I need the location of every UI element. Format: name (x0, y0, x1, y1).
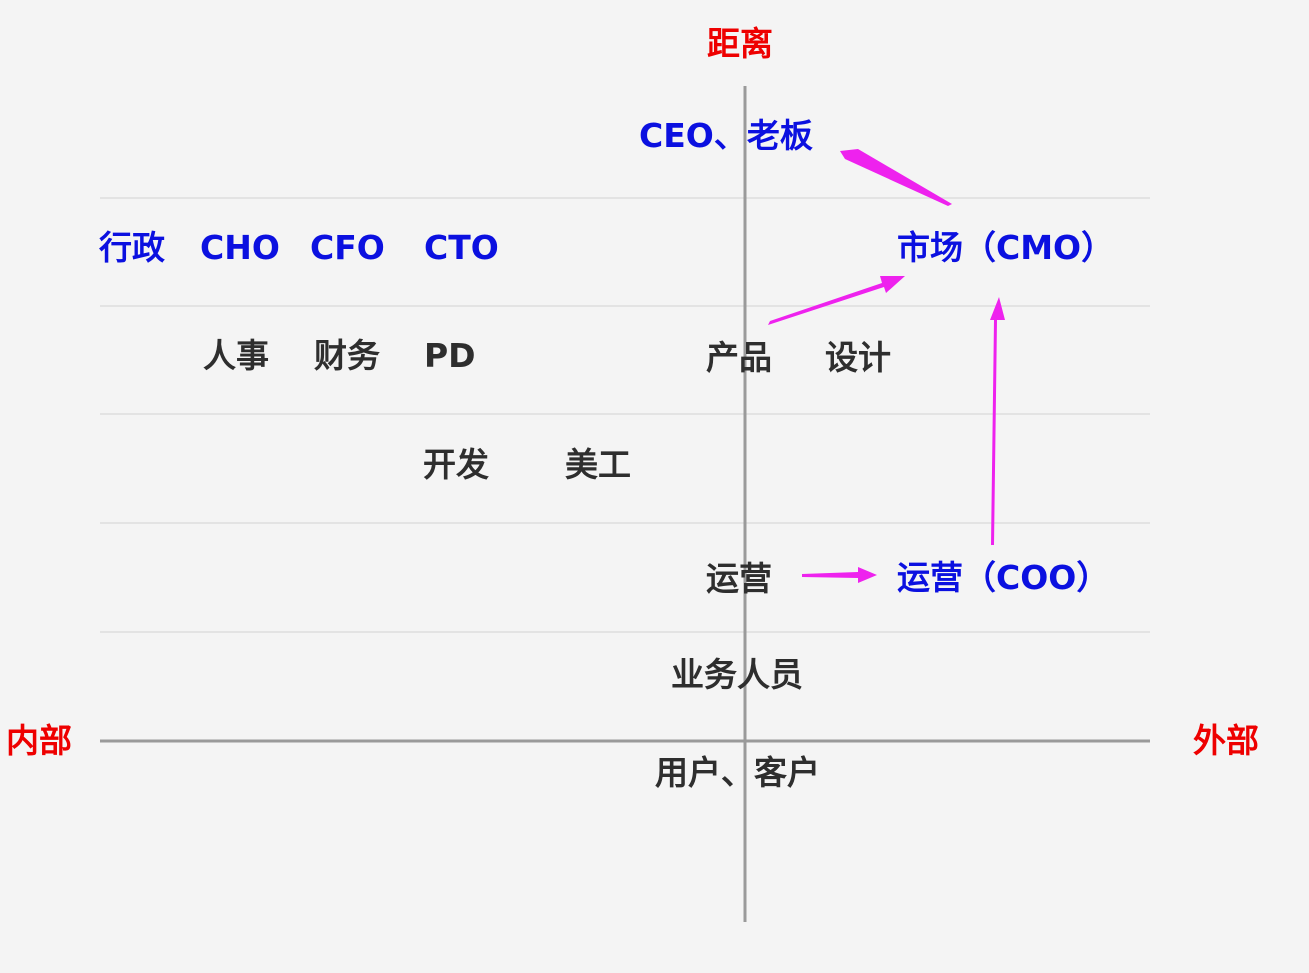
role-design: 设计 (825, 338, 891, 377)
role-ceo: CEO、老板 (639, 116, 813, 155)
role-product: 产品 (706, 338, 772, 377)
role-cmo: 市场（CMO） (897, 228, 1115, 267)
arrow-product-to-cmo (768, 276, 905, 325)
role-dev: 开发 (423, 445, 489, 484)
arrow-ops-to-coo (802, 567, 877, 583)
role-ops: 运营 (706, 559, 772, 598)
role-pd: PD (424, 336, 476, 375)
role-hr: 人事 (203, 336, 269, 375)
external-label: 外部 (1193, 721, 1259, 760)
role-finance: 财务 (314, 336, 380, 375)
role-cto: CTO (424, 228, 499, 267)
arrow-coo-to-cmo (990, 297, 1005, 545)
role-admin: 行政 (99, 228, 165, 267)
role-coo: 运营（COO） (897, 558, 1110, 597)
role-artist: 美工 (565, 445, 631, 484)
vertical-axis-label: 距离 (707, 24, 773, 63)
role-cho: CHO (200, 228, 280, 267)
arrow-cmo-to-ceo (840, 149, 952, 206)
role-cfo: CFO (310, 228, 385, 267)
role-sales: 业务人员 (671, 655, 803, 694)
role-customers: 用户、客户 (655, 753, 820, 792)
internal-label: 内部 (6, 721, 72, 760)
